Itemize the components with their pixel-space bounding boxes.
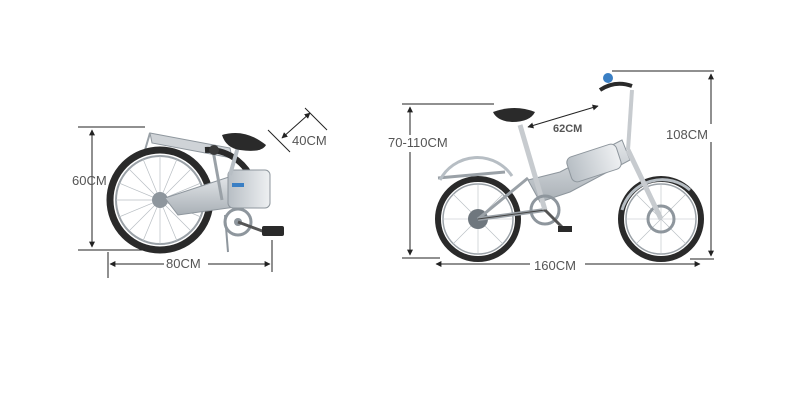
folded-width-dimension xyxy=(267,107,328,153)
unfolded-bike-illustration xyxy=(435,73,704,262)
folded-length-dimension xyxy=(107,240,273,278)
folded-length-label: 80CM xyxy=(166,256,201,271)
seat-height-label: 70-110CM xyxy=(388,135,448,150)
folded-width-label: 40CM xyxy=(292,133,327,148)
overall-height-label: 108CM xyxy=(666,127,708,142)
overall-height-dimension xyxy=(612,70,714,260)
folded-height-label: 60CM xyxy=(72,173,107,188)
overall-length-label: 160CM xyxy=(534,258,576,273)
seat-height-dimension xyxy=(402,103,494,259)
reach-dimension xyxy=(527,104,599,129)
reach-label: 62CM xyxy=(553,123,582,135)
folded-height-dimension xyxy=(78,126,145,251)
folded-bike-illustration xyxy=(106,132,284,254)
